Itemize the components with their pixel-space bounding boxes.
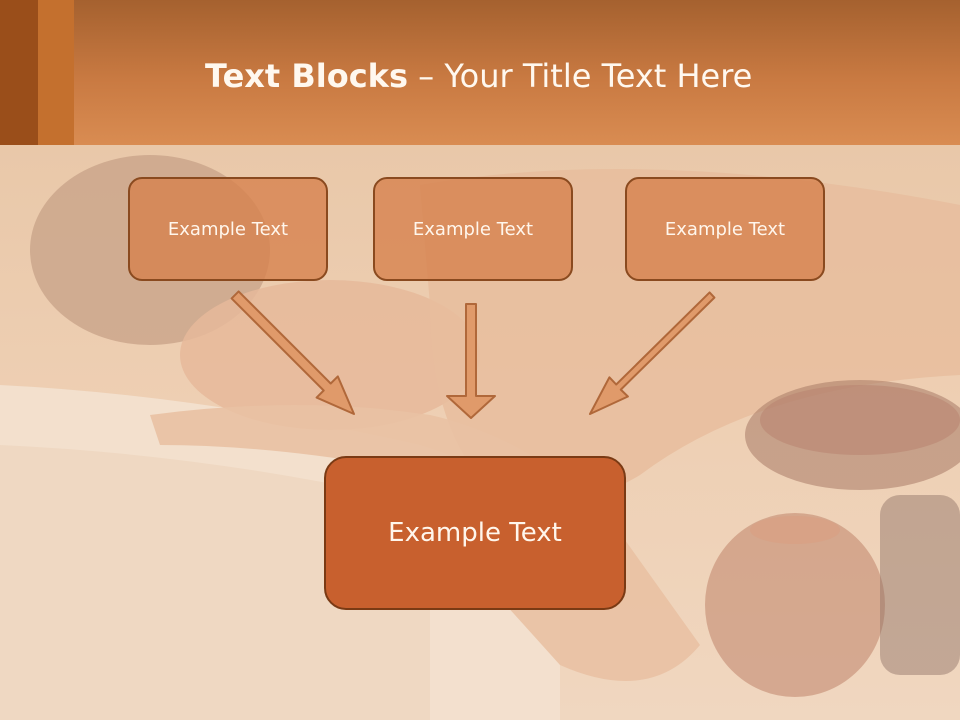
arrow-right[interactable] [589, 291, 716, 415]
text-block-2[interactable]: Example Text [373, 177, 573, 281]
text-block-2-label: Example Text [412, 218, 534, 240]
text-block-3[interactable]: Example Text [625, 177, 825, 281]
title-rest: Your Title Text Here [444, 57, 753, 95]
title-separator: – [408, 57, 445, 95]
text-block-1-label: Example Text [167, 218, 289, 240]
main-text-block-label: Example Text [388, 518, 562, 548]
text-block-1[interactable]: Example Text [128, 177, 328, 281]
text-block-3-label: Example Text [664, 218, 786, 240]
arrow-left[interactable] [230, 290, 355, 415]
header-stripe-dark [0, 0, 38, 145]
title-bold-part: Text Blocks [205, 57, 408, 95]
background-photo [0, 145, 960, 720]
arrow-center[interactable] [446, 303, 496, 419]
header-band: Text Blocks – Your Title Text Here [0, 0, 960, 145]
header-stripe-light [38, 0, 74, 145]
main-text-block[interactable]: Example Text [324, 456, 626, 610]
slide-title: Text Blocks – Your Title Text Here [205, 54, 752, 98]
